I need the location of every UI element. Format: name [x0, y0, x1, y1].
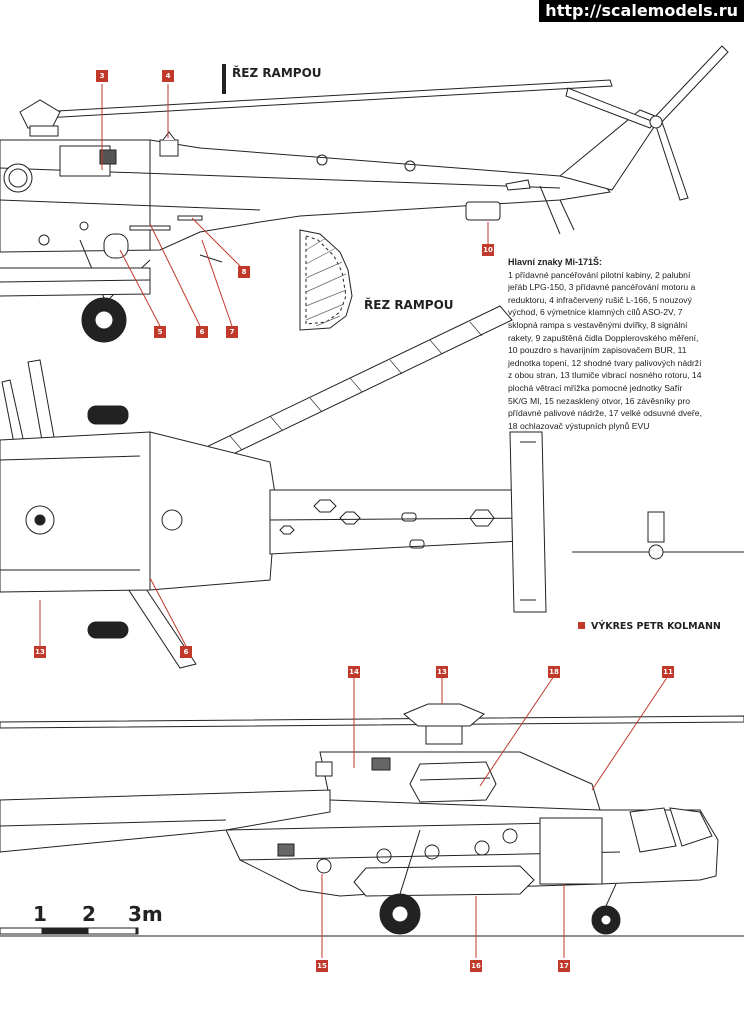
- callout-17: 17: [558, 960, 570, 972]
- top-view: [0, 305, 744, 669]
- callout-11: 11: [662, 666, 674, 678]
- side-view-top: [0, 45, 729, 343]
- callout-6: 6: [196, 326, 208, 338]
- callout-5: 5: [154, 326, 166, 338]
- ramp-section-diagram: [299, 229, 353, 331]
- callout-15: 15: [316, 960, 328, 972]
- callout-10: 10: [482, 244, 494, 256]
- legend-text: 1 přídavné pancéřování pilotní kabiny, 2…: [508, 269, 702, 431]
- author-bullet-icon: [578, 622, 585, 629]
- callout-13-top-view: 13: [34, 646, 46, 658]
- callout-14: 14: [348, 666, 360, 678]
- section-title-top: ŘEZ RAMPOU: [232, 66, 322, 80]
- callout-16: 16: [470, 960, 482, 972]
- callout-8: 8: [238, 266, 250, 278]
- scale-label-3m: 3m: [128, 902, 163, 926]
- legend: Hlavní znaky Mi-171Š: 1 přídavné pancéřo…: [508, 256, 704, 432]
- main-rotor-blade-top: [39, 79, 613, 119]
- legend-title: Hlavní znaky Mi-171Š:: [508, 257, 603, 267]
- author-credit: VÝKRES PETR KOLMANN: [578, 621, 721, 632]
- callout-4: 4: [162, 70, 174, 82]
- callout-18: 18: [548, 666, 560, 678]
- callout-13: 13: [436, 666, 448, 678]
- callout-3: 3: [96, 70, 108, 82]
- callout-6-top-view: 6: [180, 646, 192, 658]
- callout-7: 7: [226, 326, 238, 338]
- scale-label-2: 2: [82, 902, 96, 926]
- scale-label-1: 1: [33, 902, 47, 926]
- section-title-right: ŘEZ RAMPOU: [364, 298, 454, 312]
- watermark-url: http://scalemodels.ru: [539, 0, 744, 22]
- author-name: VÝKRES PETR KOLMANN: [591, 621, 721, 632]
- side-view-bottom: [0, 675, 744, 958]
